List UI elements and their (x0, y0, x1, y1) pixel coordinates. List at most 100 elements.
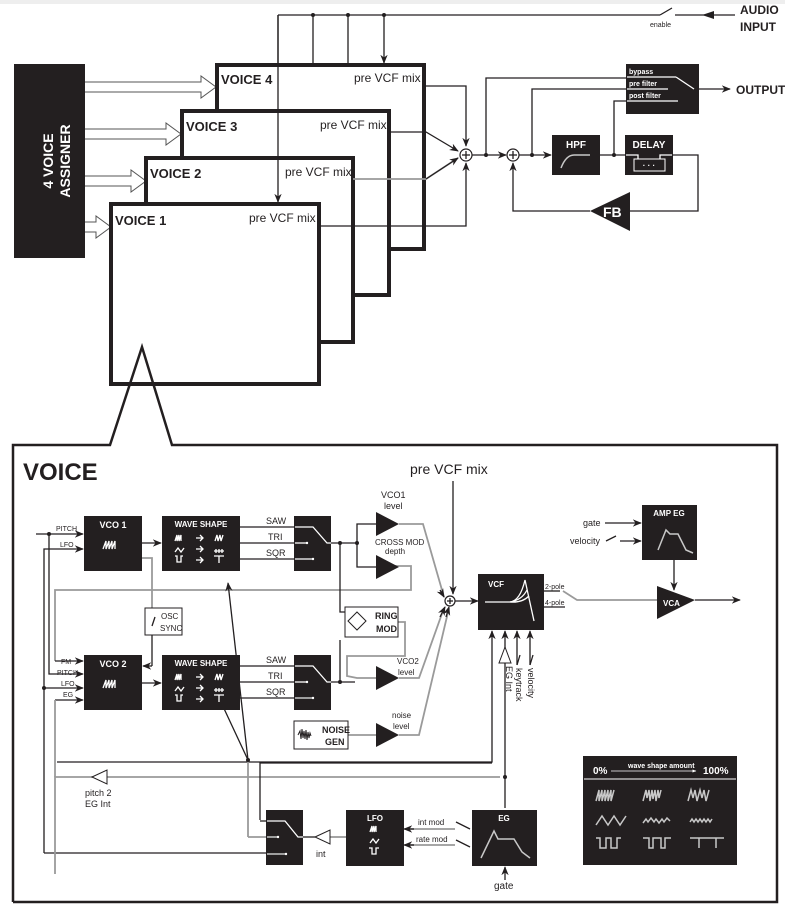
effects-chain-lines (472, 77, 699, 212)
enable-label: enable (650, 22, 671, 29)
svg-text:· · ·: · · · (643, 161, 655, 170)
cross-mod-label: CROSS MOD depth (375, 538, 425, 556)
svg-text:VCO 2: VCO 2 (99, 659, 126, 669)
svg-text:LFO: LFO (61, 681, 75, 688)
output-switch[interactable]: bypass pre filter post filter (626, 64, 699, 114)
svg-text:VOICE 3: VOICE 3 (186, 119, 237, 134)
eg-gate-label: gate (494, 881, 514, 892)
svg-text:AMP EG: AMP EG (653, 509, 684, 518)
voice-mix-lines (319, 85, 470, 227)
svg-text:100%: 100% (703, 766, 729, 777)
svg-text:SYNC: SYNC (160, 624, 182, 633)
vco1-level-amp[interactable] (376, 512, 399, 536)
svg-text:pre VCF mix: pre VCF mix (285, 165, 352, 179)
svg-text:HPF: HPF (566, 140, 586, 151)
svg-text:NOISE: NOISE (322, 725, 350, 735)
svg-text:VCO2: VCO2 (397, 657, 419, 666)
delay-block[interactable]: DELAY · · · (625, 135, 673, 175)
eg-block[interactable]: EG (472, 810, 537, 866)
svg-text:pre VCF mix: pre VCF mix (249, 211, 316, 225)
svg-text:VCO1: VCO1 (381, 490, 406, 500)
svg-text:WAVE SHAPE: WAVE SHAPE (175, 520, 228, 529)
wave-shape-legend: 0% wave shape amount 100% (583, 756, 737, 865)
noise-level-amp[interactable] (376, 723, 399, 747)
svg-text:pre VCF mix: pre VCF mix (354, 71, 421, 85)
noise-level-label: noise level (392, 711, 412, 731)
svg-text:VCO 1: VCO 1 (99, 520, 126, 530)
svg-text:VCA: VCA (663, 599, 680, 608)
svg-text:EG Int: EG Int (504, 666, 514, 692)
svg-text:EG: EG (498, 814, 510, 823)
svg-text:0%: 0% (593, 766, 608, 777)
svg-text:FM: FM (61, 659, 71, 666)
svg-text:INPUT: INPUT (740, 20, 777, 34)
osc2-wave-selector[interactable] (294, 655, 331, 710)
vco2-level-label: VCO2 level (397, 657, 419, 677)
vco2-level-amp[interactable] (376, 666, 399, 690)
vco2-block[interactable]: VCO 2 (84, 655, 142, 710)
svg-text:VOICE 2: VOICE 2 (150, 166, 201, 181)
svg-text:post filter: post filter (629, 93, 661, 100)
voice-card-1[interactable]: VOICE 1 pre VCF mix (109, 202, 321, 386)
svg-text:velocity: velocity (570, 536, 601, 546)
svg-text:int mod: int mod (418, 818, 444, 827)
sum-node-voices (459, 148, 473, 162)
voice-zoom-callout (11, 342, 779, 904)
osc-sync-switch[interactable]: OSC SYNC (144, 607, 183, 636)
voice-assigner-block (14, 64, 85, 258)
wave-shape-block-2[interactable]: WAVE SHAPE (162, 655, 240, 710)
feedback-amp[interactable]: FB (590, 192, 630, 231)
svg-text:SAW: SAW (266, 655, 287, 665)
svg-text:pre VCF mix: pre VCF mix (320, 118, 387, 132)
wave-shape-block-1[interactable]: WAVE SHAPE (162, 516, 240, 571)
lfo-mod-labels: int mod rate mod (416, 818, 448, 844)
vco1-block[interactable]: VCO 1 (84, 516, 142, 571)
svg-text:WAVE SHAPE: WAVE SHAPE (175, 659, 228, 668)
svg-text:LFO: LFO (60, 542, 74, 549)
vcf-block[interactable]: VCF (478, 574, 544, 630)
svg-text:pitch 2: pitch 2 (85, 788, 112, 798)
osc1-wave-selector[interactable] (294, 516, 331, 571)
amp-eg-input-labels: gate velocity (570, 518, 601, 546)
svg-text:pre filter: pre filter (629, 81, 657, 88)
vca-amp[interactable]: VCA (657, 586, 695, 619)
pitch2-eg-int-amp[interactable] (90, 769, 108, 785)
svg-text:level: level (393, 722, 410, 731)
hpf-block[interactable]: HPF (552, 135, 600, 175)
svg-text:VOICE 1: VOICE 1 (115, 213, 166, 228)
svg-text:LFO: LFO (367, 814, 383, 823)
svg-text:GEN: GEN (325, 737, 345, 747)
voice-assigner-label: 4 VOICE ASSIGNER (40, 124, 73, 197)
output-label: OUTPUT (736, 83, 785, 97)
svg-text:bypass: bypass (629, 69, 653, 76)
pre-vcf-mix-label: pre VCF mix (410, 461, 488, 477)
svg-text:TRI: TRI (268, 671, 283, 681)
amp-eg-block[interactable]: AMP EG (642, 505, 697, 560)
svg-text:PITCH: PITCH (56, 526, 77, 533)
vco1-input-labels: PITCH LFO (56, 526, 77, 549)
vcf-mod-labels: EG Int keytrack velocity (504, 666, 536, 702)
svg-text:keytrack: keytrack (514, 668, 524, 702)
lfo-int-amp[interactable] (313, 829, 331, 845)
vcf-output-labels: 2-pole 4-pole (545, 584, 565, 607)
svg-text:TRI: TRI (268, 532, 283, 542)
svg-text:CROSS MOD: CROSS MOD (375, 538, 425, 547)
svg-text:depth: depth (385, 547, 405, 556)
ring-mod-block[interactable]: RING MOD (344, 606, 399, 638)
lfo-destination-switch[interactable] (260, 810, 303, 865)
assigner-arrows (85, 75, 217, 239)
svg-text:MOD: MOD (376, 624, 397, 634)
lfo-block[interactable]: LFO (346, 810, 404, 866)
svg-text:PITCH: PITCH (57, 670, 78, 677)
svg-text:2-pole: 2-pole (545, 584, 565, 591)
cross-mod-amp[interactable] (376, 555, 399, 579)
svg-text:gate: gate (583, 518, 601, 528)
noise-gen-block[interactable]: NOISE GEN (293, 720, 350, 750)
svg-text:RING: RING (375, 611, 398, 621)
vcf-eg-int-amp[interactable] (498, 645, 512, 664)
svg-text:velocity: velocity (526, 668, 536, 699)
svg-text:SQR: SQR (266, 548, 286, 558)
svg-text:SAW: SAW (266, 516, 287, 526)
svg-text:4-pole: 4-pole (545, 600, 565, 607)
